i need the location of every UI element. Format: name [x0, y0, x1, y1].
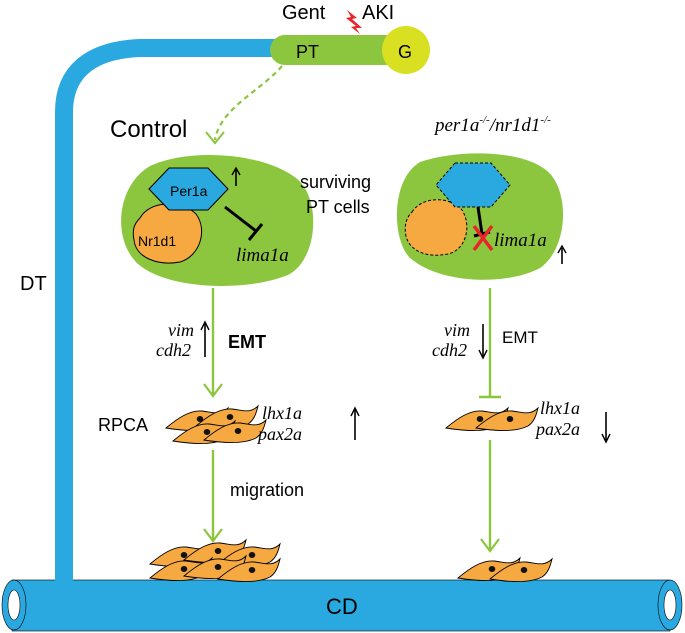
nr1d1-label: Nr1d1	[138, 233, 176, 249]
mutant-vim-label: vim	[444, 320, 470, 340]
mutant-vim-cdh2-down-arrowhead-icon	[478, 349, 488, 360]
aki-label: AKI	[362, 2, 394, 24]
mutant-migration-arrowhead-icon	[480, 538, 500, 553]
surviving-label-line2: PT cells	[306, 197, 370, 217]
inhibition-line-icon	[224, 205, 257, 233]
rpca-label: RPCA	[98, 415, 148, 435]
control-lima1a-label: lima1a	[236, 245, 289, 266]
mutant-title: per1a-/-/nr1d1-/-	[433, 114, 551, 136]
control-lhx1a-label: lhx1a	[262, 403, 302, 423]
mutant-emt-label: EMT	[502, 328, 538, 347]
per1a-up-arrowhead-icon	[231, 166, 241, 176]
control-vim-label: vim	[168, 320, 194, 340]
mutant-rpca-cluster	[445, 407, 539, 431]
vim-cdh2-up-arrowhead-icon	[200, 320, 210, 331]
mutant-nr1d1-protein	[404, 199, 468, 256]
migration-label: migration	[230, 480, 304, 500]
g-label: G	[398, 42, 412, 62]
control-rpca-cluster	[165, 405, 267, 444]
dt-label: DT	[20, 273, 47, 295]
control-migration-arrowhead-icon	[203, 528, 223, 543]
lightning-icon	[346, 10, 362, 34]
mutant-inhibition-line-icon	[476, 206, 484, 235]
per1a-protein	[148, 167, 229, 211]
collecting-duct	[1, 579, 683, 632]
surviving-label-line1: surviving	[300, 172, 371, 192]
glomerulus	[382, 26, 430, 74]
proximal-tubule	[270, 35, 400, 65]
inhibition-bar-icon	[247, 223, 264, 241]
pt-label: PT	[296, 42, 319, 62]
control-pax2a-label: pax2a	[256, 424, 302, 444]
control-emt-arrowhead-icon	[203, 383, 223, 398]
cd-label: CD	[326, 594, 358, 619]
per1a-label: Per1a	[170, 183, 208, 199]
lhx1a-pax2a-up-arrowhead-icon	[350, 406, 360, 417]
control-title: Control	[110, 116, 187, 143]
distal-tubule	[55, 39, 294, 613]
control-emt-label: EMT	[228, 332, 266, 352]
mutant-cdh2-label: cdh2	[432, 340, 467, 360]
mutant-lima1a-label: lima1a	[494, 230, 547, 251]
lima1a-up-arrowhead-icon	[557, 244, 567, 254]
dashed-arrow-head-icon	[205, 131, 225, 145]
control-cdh2-label: cdh2	[156, 340, 191, 360]
mutant-lhx1a-pax2a-down-arrowhead-icon	[601, 433, 611, 444]
mutant-pax2a-label: pax2a	[534, 419, 580, 439]
gent-label: Gent	[282, 2, 326, 24]
control-migrated-cells	[149, 539, 281, 582]
mutant-lhx1a-label: lhx1a	[540, 398, 580, 418]
mutant-migrated-cells	[457, 557, 553, 582]
mutant-per1a-protein	[435, 162, 511, 208]
dashed-migration-arrow	[213, 65, 283, 141]
red-cross-icon	[472, 224, 494, 252]
